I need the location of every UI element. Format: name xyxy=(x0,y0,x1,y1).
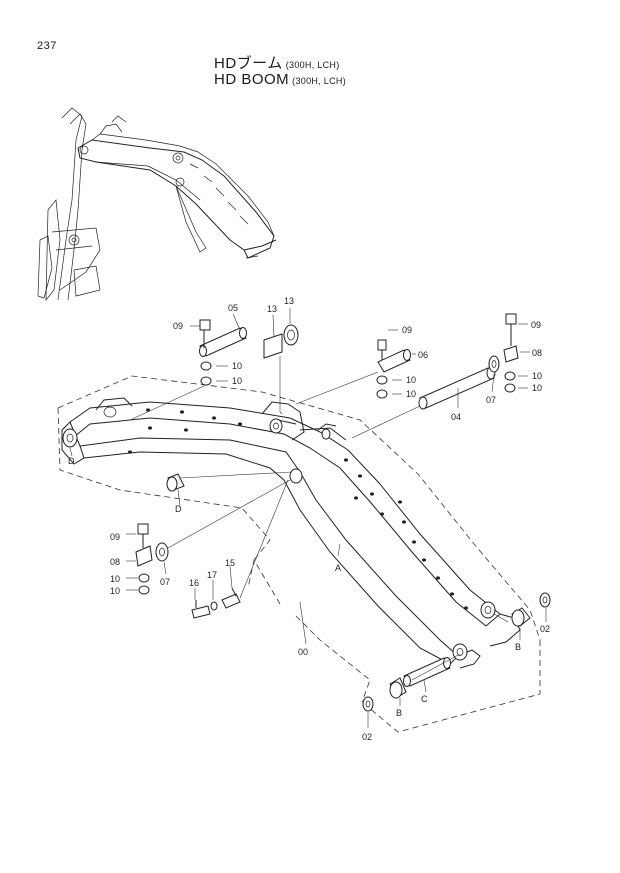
title-japanese-main: HDブーム xyxy=(214,55,283,72)
lower-fastener-assembly xyxy=(126,479,291,595)
callout-10: 10 xyxy=(406,389,416,399)
callout-04: 04 xyxy=(451,412,461,422)
callout-10: 10 xyxy=(110,586,120,596)
title-english-main: HD BOOM xyxy=(214,71,290,88)
pin-04-assembly xyxy=(351,313,530,439)
callout-17: 17 xyxy=(207,570,217,580)
title-english-model: (300H, LCH) xyxy=(292,76,346,86)
title-english: HD BOOM(300H, LCH) xyxy=(214,71,346,88)
callout-10: 10 xyxy=(406,375,416,385)
bolt-15-16-17-assembly xyxy=(191,479,289,619)
pin-06-assembly xyxy=(295,329,416,405)
callout-09: 09 xyxy=(110,532,120,542)
callout-08: 08 xyxy=(110,557,120,567)
callout-15: 15 xyxy=(225,558,235,568)
pin-05-assembly xyxy=(129,313,247,421)
title-japanese-model: (300H, LCH) xyxy=(285,60,340,70)
callout-10: 10 xyxy=(110,574,120,584)
callout-00: 00 xyxy=(298,647,308,657)
callout-07: 07 xyxy=(160,577,170,587)
callout-b: B xyxy=(396,708,402,718)
callout-c: C xyxy=(421,694,428,704)
boom-side-bolt-holes xyxy=(128,408,468,610)
callout-09: 09 xyxy=(402,325,412,335)
callout-16: 16 xyxy=(189,578,199,588)
boom-leaders xyxy=(299,543,341,645)
pin-d-assembly xyxy=(69,447,293,507)
nose-bushing-assembly xyxy=(362,592,551,728)
callout-d: D xyxy=(68,456,75,466)
callout-06: 06 xyxy=(418,350,428,360)
callout-09: 09 xyxy=(173,321,183,331)
page-number: 237 xyxy=(37,40,57,52)
shim-13-assembly xyxy=(263,308,299,415)
callout-10: 10 xyxy=(232,361,242,371)
title-japanese: HDブーム(300H, LCH) xyxy=(214,52,340,73)
callout-10: 10 xyxy=(232,376,242,386)
callout-10: 10 xyxy=(532,371,542,381)
callout-labels: 05 09 10 10 13 13 09 06 10 10 04 09 08 0… xyxy=(68,296,550,742)
callout-02: 02 xyxy=(540,624,550,634)
callout-13: 13 xyxy=(284,296,294,306)
callout-05: 05 xyxy=(228,303,238,313)
callout-09: 09 xyxy=(531,320,541,330)
callout-a: A xyxy=(335,563,341,573)
callout-08: 08 xyxy=(532,348,542,358)
boom-body xyxy=(61,397,521,669)
callout-07: 07 xyxy=(486,395,496,405)
boom-envelope-dashed xyxy=(57,375,541,733)
callout-10: 10 xyxy=(532,383,542,393)
excavator-thumbnail xyxy=(37,107,277,302)
callout-13: 13 xyxy=(267,304,277,314)
callout-b: B xyxy=(515,642,521,652)
callout-02: 02 xyxy=(362,732,372,742)
callout-d: D xyxy=(175,504,182,514)
